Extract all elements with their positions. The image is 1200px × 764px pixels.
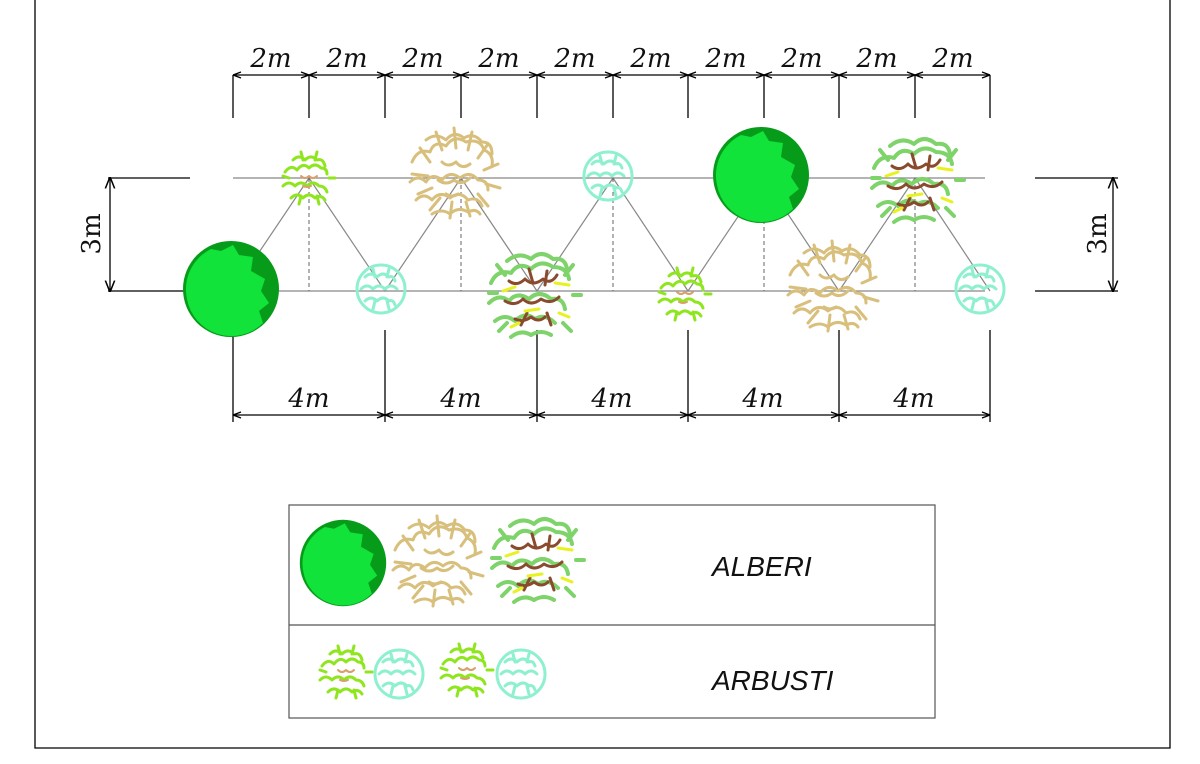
page-frame (34, 0, 1171, 749)
legend-trees-row: ALBERI (299, 514, 812, 608)
shrub-aqua-icon (954, 263, 1006, 315)
shrub-lime-icon (318, 644, 374, 700)
tree-green-icon (183, 241, 279, 337)
shrub-lime-icon (439, 642, 495, 698)
bottom-dimension-labels: 4m 4m 4m 4m 4m (287, 384, 934, 414)
bottom-dimension-chain (232, 330, 991, 422)
left-row-spacing-dimension: 3m (77, 178, 110, 291)
planting-symbols (183, 126, 1006, 339)
tree-tan-icon (408, 126, 502, 220)
shrub-aqua-icon (373, 648, 425, 700)
shrub-lime-icon (657, 266, 713, 322)
bottom-dimension-label: 4m (439, 384, 481, 414)
legend-shrubs-row: ARBUSTI (318, 642, 834, 700)
row-spacing-label-right: 3m (1083, 213, 1113, 254)
top-dimension-label: 2m (401, 44, 443, 74)
tree-green-icon (299, 519, 387, 607)
shrub-aqua-icon (355, 263, 407, 315)
bottom-dimension-label: 4m (892, 384, 934, 414)
top-dimension-label: 2m (553, 44, 595, 74)
top-dimension-label: 2m (855, 44, 897, 74)
top-dimension-label: 2m (325, 44, 367, 74)
shrub-aqua-icon (495, 648, 547, 700)
shrub-aqua-icon (582, 150, 634, 202)
tree-mixed-icon (870, 137, 966, 224)
tree-tan-icon (786, 239, 880, 333)
top-dimension-labels: 2m 2m 2m 2m 2m 2m 2m 2m 2m 2m (249, 44, 973, 74)
top-dimension-label: 2m (249, 44, 291, 74)
bottom-dimension-label: 4m (287, 384, 329, 414)
tree-mixed-icon (490, 517, 586, 604)
top-dimension-label: 2m (629, 44, 671, 74)
legend: ALBERI ARBUSTI (288, 504, 936, 719)
dashed-guides (308, 178, 916, 291)
top-dimension-label: 2m (780, 44, 822, 74)
tree-green-icon (713, 127, 809, 223)
right-row-spacing-dimension: 3m (1083, 178, 1113, 291)
row-spacing-label-left: 3m (77, 213, 107, 254)
tree-tan-icon (391, 514, 485, 608)
legend-shrubs-label: ARBUSTI (710, 665, 834, 696)
top-dimension-label: 2m (704, 44, 746, 74)
top-dimension-chain (232, 71, 991, 118)
zigzag-line (232, 176, 991, 293)
legend-trees-label: ALBERI (710, 551, 812, 582)
legend-frame (288, 504, 936, 719)
tree-mixed-icon (487, 252, 583, 339)
top-dimension-label: 2m (477, 44, 519, 74)
top-dimension-label: 2m (931, 44, 973, 74)
bottom-dimension-label: 4m (590, 384, 632, 414)
bottom-dimension-label: 4m (741, 384, 783, 414)
